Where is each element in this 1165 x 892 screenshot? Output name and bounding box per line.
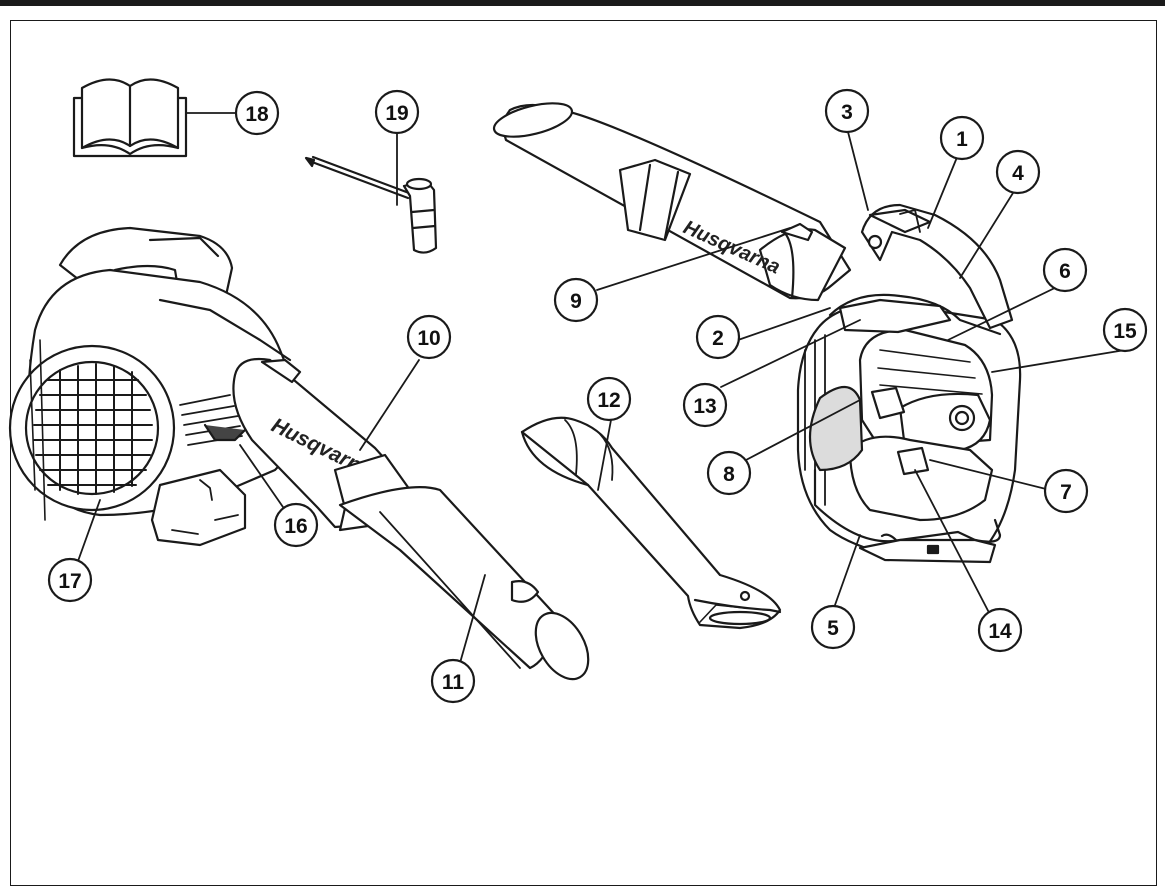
svg-text:13: 13 (693, 395, 716, 418)
svg-text:7: 7 (1060, 481, 1072, 504)
header-rule (0, 0, 1165, 6)
callout-2: 2 (695, 314, 741, 360)
svg-text:17: 17 (58, 570, 81, 593)
svg-text:15: 15 (1113, 320, 1137, 343)
nozzle-icon (520, 416, 782, 630)
callout-9: 9 (553, 277, 599, 323)
callout-18: 18 (234, 90, 280, 136)
svg-text:5: 5 (827, 617, 839, 640)
callout-11: 11 (430, 658, 476, 704)
svg-text:3: 3 (841, 101, 853, 124)
callout-12: 12 (586, 376, 632, 422)
svg-text:9: 9 (570, 290, 582, 313)
callout-15: 15 (1102, 307, 1148, 353)
callout-19: 19 (374, 89, 420, 135)
svg-text:14: 14 (988, 620, 1012, 643)
manual-book-icon (72, 78, 188, 158)
callout-7: 7 (1043, 468, 1089, 514)
svg-text:16: 16 (284, 515, 307, 538)
callout-14: 14 (977, 607, 1023, 653)
callout-4: 4 (995, 149, 1041, 195)
spark-plug-wrench-icon (304, 155, 438, 254)
svg-text:1: 1 (956, 128, 968, 151)
callout-3: 3 (824, 88, 870, 134)
callout-16: 16 (273, 502, 319, 548)
svg-text:10: 10 (417, 327, 440, 350)
blower-right-icon (796, 203, 1022, 564)
svg-text:18: 18 (245, 103, 269, 126)
svg-text:2: 2 (712, 327, 724, 350)
svg-text:12: 12 (597, 389, 620, 412)
blower-tube-icon: Husqvarna (492, 102, 852, 302)
callout-1: 1 (939, 115, 985, 161)
callouts: 18 19 3 1 4 6 15 9 2 13 8 7 5 14 10 12 1… (47, 88, 1148, 704)
leader-lines (72, 112, 1126, 678)
svg-text:4: 4 (1012, 162, 1024, 185)
callout-10: 10 (406, 314, 452, 360)
callout-6: 6 (1042, 247, 1088, 293)
callout-8: 8 (706, 450, 752, 496)
svg-text:19: 19 (385, 102, 408, 125)
svg-text:8: 8 (723, 463, 735, 486)
callout-5: 5 (810, 604, 856, 650)
callout-13: 13 (682, 382, 728, 428)
svg-text:6: 6 (1059, 260, 1071, 283)
svg-text:11: 11 (442, 671, 465, 694)
blower-left-icon (8, 226, 302, 547)
callout-17: 17 (47, 557, 93, 603)
